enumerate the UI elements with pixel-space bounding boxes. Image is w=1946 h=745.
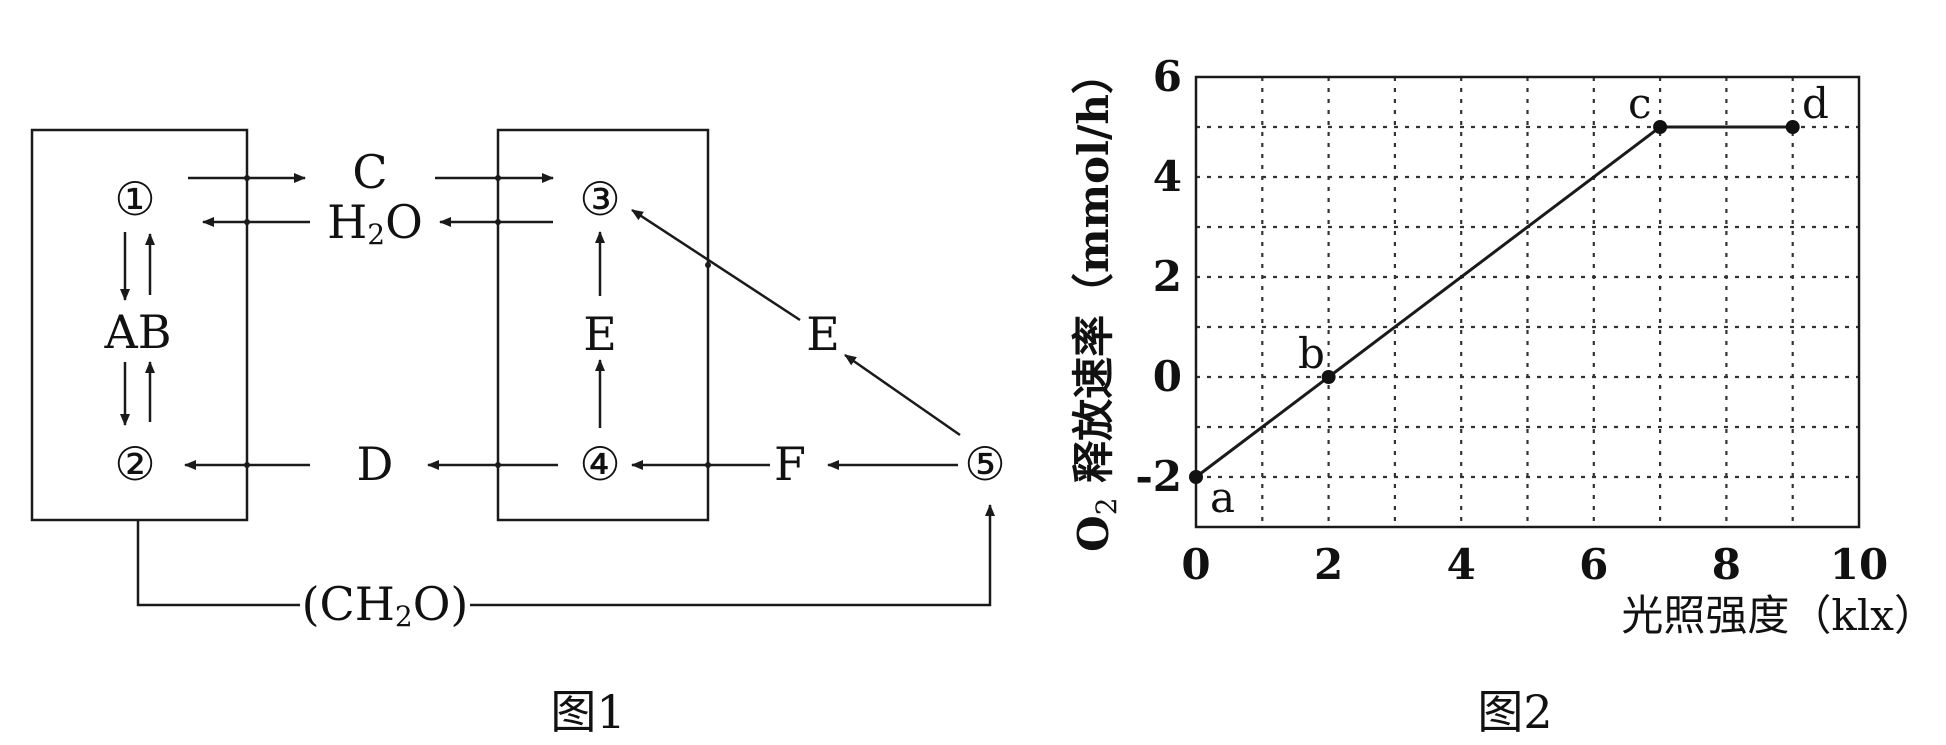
node-E-middle: E <box>583 307 617 361</box>
figure1-diagram: ① ② ③ ④ ⑤ AB C H2O E E D F (CH2O) 图1 <box>30 128 1006 739</box>
x-tick-label: 10 <box>1830 540 1888 589</box>
data-point-c <box>1653 120 1668 134</box>
arrow-E-to-3-diag <box>631 208 801 322</box>
node-E-diagonal: E <box>806 307 840 361</box>
ch2o-path-right <box>470 504 995 607</box>
x-tick-label: 8 <box>1712 540 1741 589</box>
x-tick-labels: 0 2 4 6 8 10 <box>1181 540 1888 589</box>
y-tick-label: 4 <box>1153 152 1182 201</box>
node-4: ④ <box>579 437 620 491</box>
node-1: ① <box>114 172 155 226</box>
x-axis-title: 光照强度（klx） <box>1621 591 1936 640</box>
y-tick-label: 0 <box>1153 352 1182 401</box>
point-label-c: c <box>1628 79 1652 128</box>
y-tick-label: -2 <box>1135 452 1182 501</box>
left-organelle-box <box>30 128 249 522</box>
x-tick-label: 0 <box>1181 540 1210 589</box>
node-2: ② <box>114 437 155 491</box>
middle-organelle-box <box>496 128 710 522</box>
series-line <box>1195 125 1793 479</box>
x-tick-label: 2 <box>1314 540 1343 589</box>
y-tick-labels: -2 0 2 4 6 <box>1135 52 1182 501</box>
chart-frame <box>1194 75 1861 529</box>
figure1-caption: 图1 <box>550 685 625 739</box>
data-point-d <box>1785 120 1800 134</box>
y-tick-label: 2 <box>1153 252 1182 301</box>
x-tick-label: 6 <box>1579 540 1608 589</box>
x-tick-label: 4 <box>1447 540 1476 589</box>
y-tick-label: 6 <box>1153 52 1182 101</box>
figure2-chart: 0 2 4 6 8 10 -2 0 2 4 6 a b c d O2 释放速率（mmol/h） 光… <box>1069 52 1936 739</box>
node-C: C <box>352 145 387 199</box>
node-3: ③ <box>579 172 620 226</box>
node-D: D <box>357 437 394 491</box>
figure2-caption: 图2 <box>1477 685 1552 739</box>
y-axis-title: O2 释放速率（mmol/h） <box>1069 52 1123 552</box>
ch2o-path-left <box>136 520 300 607</box>
node-5: ⑤ <box>964 437 1005 491</box>
arrow-5-to-E <box>844 353 961 437</box>
data-point-a <box>1189 470 1203 484</box>
chart-grid <box>1196 77 1859 527</box>
data-point-b <box>1321 370 1336 384</box>
point-label-b: b <box>1298 329 1325 378</box>
point-label-d: d <box>1802 79 1829 128</box>
node-AB: AB <box>103 305 171 359</box>
point-label-a: a <box>1210 473 1235 522</box>
chart-points <box>1189 120 1800 484</box>
node-H2O: H2O <box>327 195 423 251</box>
node-CH2O: (CH2O) <box>302 577 469 633</box>
node-F: F <box>774 437 806 491</box>
